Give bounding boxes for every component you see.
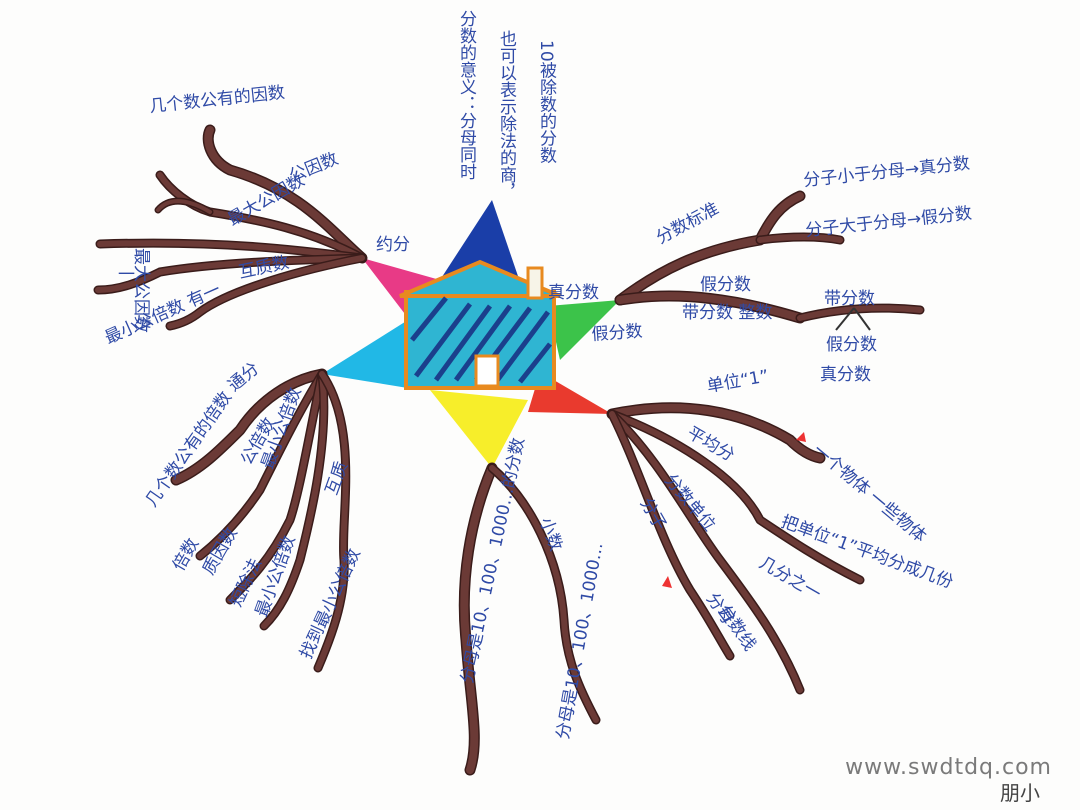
house-chimney [526,266,544,300]
yuefen-leaf: 最大公因数 [131,248,151,333]
star-point-yellow [430,390,528,468]
jiafenshu-leaf: 假分数 [700,275,751,295]
danwei1-leaf: 分子 [636,495,670,534]
jiafenshu-split-line [853,307,871,331]
jiafenshu-leaf: 带分数 [824,289,875,309]
jiafenshu-leaf: 假分数 [826,335,877,355]
label-tongfen: 通分 [224,359,263,396]
label-fenshubiaozhun: 分数标准 [653,199,722,249]
danwei1-leaf: 分数单位 [660,470,719,535]
jiafenshu-leaf: 真分数 [820,365,871,385]
label-yuefen: 约分 [376,235,410,255]
xiaoshu-leaf: 分母是10、100、1000… [553,541,607,741]
danwei1-leaf: 平均分 [684,423,738,466]
yuefen-leaf: 一 [118,265,135,285]
jiafenshu-split-line [835,307,855,331]
danwei1-leaf: 几分之一 [756,553,825,604]
house-roof [399,259,561,298]
label-zhenfenshu: 真分数 [548,283,599,303]
star-point-blue [440,200,520,282]
marker-triangle [662,576,672,588]
label-danwei1: 单位“1” [705,366,770,397]
central-star [322,200,620,468]
label-jiafenshu: 假分数 [591,321,643,345]
title-note-1: 分数的意义：分母同时 [456,10,477,180]
star-point-cyan [322,320,420,390]
star-point-green [548,300,620,360]
branch-lines [93,124,925,776]
title-note-3: 10被除数的分数 [536,40,557,164]
title-note-2: 也可以表示除法的商， [496,30,517,200]
zhenfenshu-leaf: 分子小于分母→真分数 [802,154,970,191]
marker-triangle [796,432,806,442]
zhenfenshu-leaf: 分子大于分母→假分数 [804,204,972,241]
yuefen-leaf: 几个数公有的因数 [148,83,285,117]
signature: 朋小 [1000,781,1040,805]
house-door [474,354,500,388]
jiafenshu-leaf: 带分数 整数 [682,303,772,323]
watermark: www.swdtdq.com [845,755,1052,780]
